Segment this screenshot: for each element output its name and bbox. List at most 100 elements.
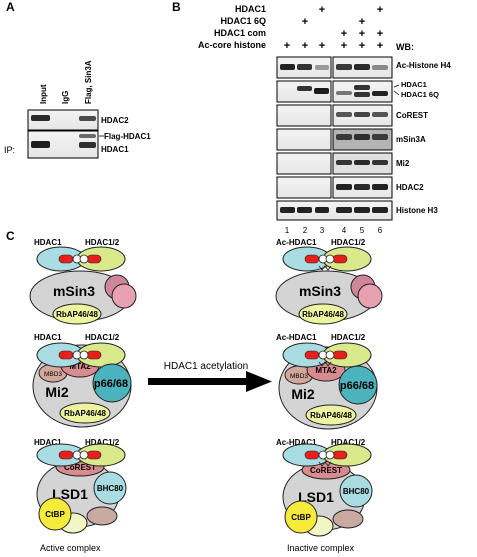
inactive-hdac1-label: Ac-HDAC1 [276, 238, 317, 247]
inactive-msin3-complex: Ac-HDAC1 HDAC1/2 mSin3 RbAP46/48 [275, 238, 383, 325]
blot-label-histone-h3: Histone H3 [396, 206, 438, 215]
acetyl-mark-icon [318, 461, 332, 467]
active-p66-label: p66/68 [94, 378, 128, 390]
inactive-mi2-label: Mi2 [291, 386, 315, 402]
active-mbd3-label: MBD3 [44, 371, 62, 378]
acetyl-mark-icon [318, 265, 332, 271]
band [79, 142, 96, 148]
blot-label-hdac1-6q: HDAC1 6Q [401, 90, 439, 99]
plus-mark: + [341, 28, 347, 40]
blot-histone-h3 [276, 200, 393, 221]
active-rbar-label-2: RbAP46/48 [64, 409, 106, 418]
blot-hdac1 [276, 80, 393, 103]
blot-corest [276, 104, 393, 127]
cond-hdac1: HDAC1 [235, 4, 266, 14]
panel-a-label: A [6, 0, 15, 14]
plus-mark: + [319, 4, 325, 16]
arrow-label: HDAC1 acetylation [164, 361, 248, 372]
panel-b-label: B [172, 0, 181, 14]
lane-number: 2 [303, 226, 308, 235]
plus-mark: + [302, 40, 308, 52]
inactive-rbar-label-1: RbAP46/48 [302, 310, 344, 319]
cond-hdac1-6q: HDAC1 6Q [220, 16, 266, 26]
plus-mark: + [377, 40, 383, 52]
plus-mark: + [377, 28, 383, 40]
condition-marks: +++++++++++++ [284, 4, 383, 52]
panel-c: C HDAC1 HDAC1/2 mSin3 RbAP46/48 HDAC1 HD… [6, 229, 383, 553]
blot-label-hdac1: HDAC1 [401, 80, 427, 89]
acetyl-mark-icon [318, 361, 332, 367]
blot-label-mi2: Mi2 [396, 159, 410, 168]
active-hdac12-label-3: HDAC1/2 [85, 438, 120, 447]
plus-mark: + [377, 4, 383, 16]
inactive-lsd1-label: LSD1 [298, 489, 334, 505]
blot-hdac2 [276, 176, 393, 199]
inactive-hdac12-label-2: HDAC1/2 [331, 333, 366, 342]
inactive-bhc80-label: BHC80 [343, 487, 370, 496]
wb-label: WB: [396, 42, 414, 52]
inactive-corest-label: CoREST [310, 466, 342, 475]
active-lsd1-complex: HDAC1 HDAC1/2 BHC80 CoREST LSD1 CtBP [34, 438, 127, 534]
plus-mark: + [284, 40, 290, 52]
active-mi2-label: Mi2 [45, 384, 69, 400]
lane-label-input: Input [39, 84, 48, 104]
plus-mark: + [302, 16, 308, 28]
blot-ac-histone-h4 [276, 56, 393, 79]
inactive-mta2-label: MTA2 [315, 366, 337, 375]
active-rbar-label-1: RbAP46/48 [56, 310, 98, 319]
active-hdac1-label-3: HDAC1 [34, 438, 62, 447]
inactive-mbd3-label: MBD3 [290, 373, 308, 380]
active-mta2-label: MTA2 [69, 362, 91, 371]
blot-label-hdac2: HDAC2 [396, 183, 424, 192]
band-label-hdac2: HDAC2 [101, 116, 129, 125]
active-corest-label: CoREST [64, 463, 96, 472]
plus-mark: + [319, 40, 325, 52]
active-mi2-complex: HDAC1 HDAC1/2 MBD3 MTA2 p66/68 Mi2 RbAP4… [32, 333, 132, 428]
active-msin3-complex: HDAC1 HDAC1/2 mSin3 RbAP46/48 [29, 238, 137, 325]
inactive-mi2-complex: Ac-HDAC1 HDAC1/2 MBD3 MTA2 p66/68 Mi2 Rb… [276, 333, 378, 430]
blot-label-corest: CoREST [396, 111, 428, 120]
inactive-p66-label: p66/68 [340, 380, 374, 392]
active-hdac12-label: HDAC1/2 [85, 238, 120, 247]
band-label-flag-hdac1: Flag-HDAC1 [104, 132, 151, 141]
panel-c-label: C [6, 229, 15, 243]
acetylation-arrow: HDAC1 acetylation [148, 361, 272, 392]
active-lsd1-label: LSD1 [52, 486, 88, 502]
inactive-ctbp-label: CtBP [291, 513, 311, 522]
lane-number: 4 [342, 226, 347, 235]
ip-label: IP: [4, 145, 15, 155]
plus-mark: + [341, 40, 347, 52]
band [79, 134, 96, 138]
lane-number: 1 [285, 226, 290, 235]
inactive-caption: Inactive complex [287, 543, 355, 553]
band [31, 115, 50, 121]
inactive-hdac12-label-3: HDAC1/2 [331, 438, 366, 447]
lane-number: 3 [320, 226, 325, 235]
inactive-lsd1-complex: Ac-HDAC1 HDAC1/2 BHC80 CoREST LSD1 CtBP [276, 438, 373, 537]
lane-number: 5 [360, 226, 365, 235]
blot-label-msin3a: mSin3A [396, 135, 426, 144]
blot-mi2 [276, 152, 393, 175]
active-bhc80-label: BHC80 [97, 484, 124, 493]
lane-label-igg: IgG [61, 91, 70, 104]
band [31, 141, 50, 148]
cond-ac-core-histone: Ac-core histone [198, 40, 266, 50]
active-hdac1-label: HDAC1 [34, 238, 62, 247]
plus-mark: + [359, 28, 365, 40]
active-hdac12-label-2: HDAC1/2 [85, 333, 120, 342]
lane-number: 6 [378, 226, 383, 235]
plus-mark: + [359, 40, 365, 52]
lane-numbers: 1 2 3 4 5 6 [285, 226, 383, 235]
cond-hdac1-com: HDAC1 com [214, 28, 266, 38]
blot-msin3a [276, 128, 393, 151]
inactive-msin3-label: mSin3 [299, 283, 341, 299]
inactive-hdac1-label-3: Ac-HDAC1 [276, 438, 317, 447]
active-caption: Active complex [40, 543, 101, 553]
lane-label-flag-sin3a: Flag, Sin3A [84, 60, 93, 104]
panel-b: B HDAC1 HDAC1 6Q HDAC1 com Ac-core histo… [172, 0, 451, 235]
panel-a: A IP: Input IgG Flag, Sin3A HDAC2 Flag-H… [4, 0, 151, 159]
plus-mark: + [359, 16, 365, 28]
inactive-hdac1-label-2: Ac-HDAC1 [276, 333, 317, 342]
inactive-hdac12-label: HDAC1/2 [331, 238, 366, 247]
